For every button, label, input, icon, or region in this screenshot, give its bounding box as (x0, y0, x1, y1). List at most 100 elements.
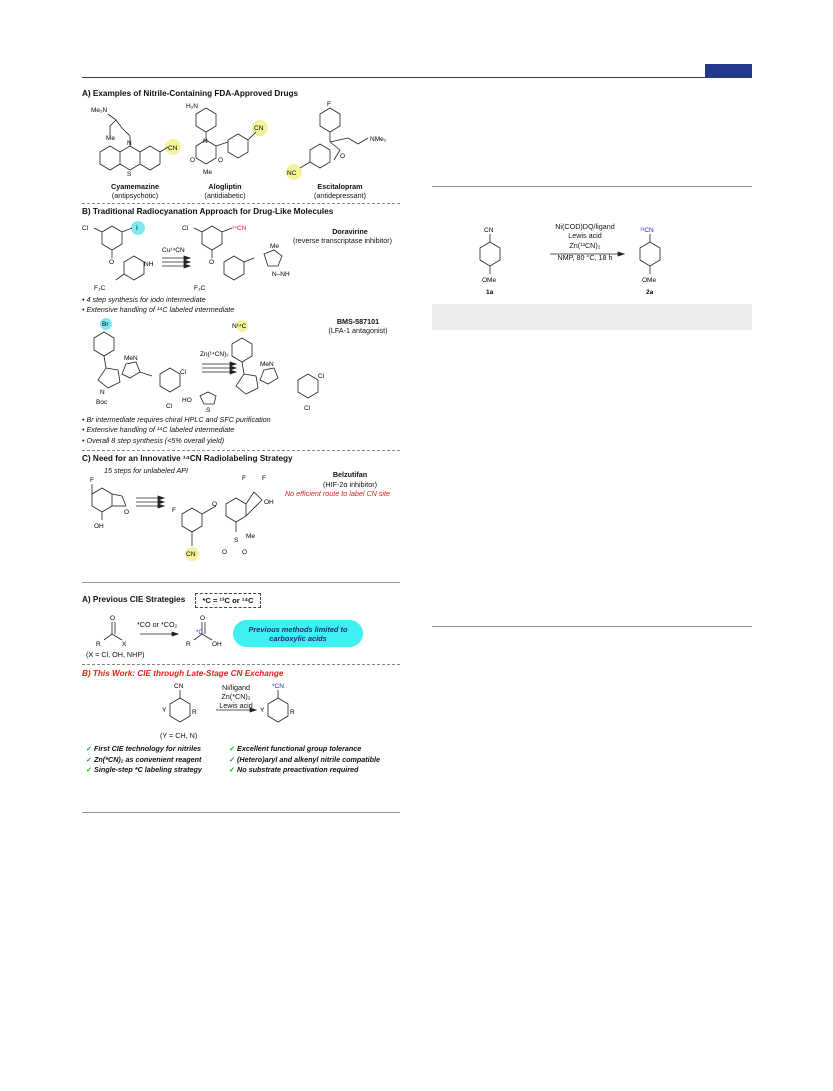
condition-line: Zn(*CN)₂ (221, 692, 251, 701)
feature-item: ✓ Single-step *C labeling strategy (86, 765, 202, 775)
drug-use-cyamemazine: (antipsychotic) (111, 191, 159, 200)
bullet-item: • 4 step synthesis for iodo intermediate (82, 295, 206, 304)
steps-note: 15 steps for unlabeled API (104, 466, 189, 475)
condition-line: Lewis acid (568, 231, 602, 241)
o-label: O (109, 259, 114, 266)
f-label: F (172, 507, 176, 514)
o-label: O (190, 157, 195, 164)
cn-label: CN (186, 551, 196, 558)
cl-label: Cl (166, 403, 173, 410)
f-label: F (327, 101, 331, 108)
section-divider (82, 450, 400, 451)
drug-name-alogliptin: Alogliptin (208, 182, 242, 191)
cn-label: CN (484, 227, 494, 234)
compound-2a-label: 2a (646, 289, 654, 296)
oh-label: OH (212, 641, 222, 648)
o-label: O (200, 615, 205, 622)
doravirine-name: Doravirine (332, 227, 368, 236)
cie-section-a-title: A) Previous CIE Strategies (82, 595, 186, 604)
condition-line: Zn(¹³CN)₂ (569, 240, 601, 250)
feature-item: ✓ No substrate preactivation required (229, 765, 359, 775)
feature-item: ✓ (Hetero)aryl and alkenyl nitrile compa… (229, 754, 381, 764)
section-divider (82, 664, 400, 665)
r-label: R (290, 709, 295, 716)
table-bottom-rule (432, 626, 752, 627)
n14c-label: N¹⁴C (232, 323, 247, 330)
nh-label: NH (144, 261, 154, 268)
s-label: S (206, 407, 211, 414)
check-icon: ✓ (86, 744, 93, 753)
drug-name-cyamemazine: Cyamemazine (111, 182, 159, 191)
table-top-rule (432, 186, 752, 187)
r-label: R (192, 709, 197, 716)
reaction-conditions: Ni(COD)DQ/ligand Lewis acid Zn(¹³CN)₂ NM… (540, 222, 630, 263)
me-label: Me (270, 243, 279, 250)
feature-item: ✓ Excellent functional group tolerance (229, 744, 362, 753)
y-label: Y (162, 707, 167, 714)
belzutifan-name: Belzutifan (332, 470, 368, 479)
label-legend: *C = ¹³C or ¹⁴C (195, 593, 261, 608)
me-label: Me (106, 135, 115, 142)
f3c-label: F₃C (194, 285, 206, 292)
cie-scope: (X = Cl, OH, NHP) (86, 650, 145, 659)
cie-section-b-title: B) This Work: CIE through Late-Stage CN … (82, 669, 284, 678)
nitrile-highlight (286, 164, 302, 180)
condition-line: NMP, 80 °C, 18 h (557, 253, 613, 263)
section-c-title: C) Need for an Innovative ¹⁴CN Radiolabe… (82, 454, 293, 463)
cl-label: Cl (180, 369, 187, 376)
nitrile-highlight (236, 320, 248, 332)
feature-item: ✓ First CIE technology for nitriles (86, 744, 202, 753)
bullet-item: • Overall 8 step synthesis (<5% overall … (82, 436, 225, 445)
header-rule (82, 77, 752, 78)
bms587101-desc: (LFA-1 antagonist) (328, 326, 388, 335)
o-label: O (212, 501, 217, 508)
bms587101-name: BMS-587101 (336, 317, 380, 326)
bms587101-scheme: Br MeN N Boc Cl Cl Zn(¹⁴CN)₂ N¹⁴C MeN Cl… (93, 318, 325, 414)
f-label: F (262, 475, 266, 482)
ome-label: OMe (482, 277, 496, 284)
drug-name-escitalopram: Escitalopram (317, 182, 363, 191)
table-header-bar (432, 304, 752, 330)
nitrile-highlight (252, 120, 268, 136)
f-label: F (90, 477, 94, 484)
ome-label: OMe (642, 277, 656, 284)
men-label: MeN (124, 355, 138, 362)
f-label: F (242, 475, 246, 482)
section-a-title: A) Examples of Nitrile-Containing FDA-Ap… (82, 89, 299, 98)
check-icon: ✓ (86, 765, 93, 775)
nitrile-highlight (185, 547, 199, 561)
cn-exchange-conditions: Ni/ligand Zn(*CN)₂ Lewis acid (206, 683, 266, 710)
ho-label: HO (182, 397, 192, 404)
triazolone-nh-label: N–NH (272, 271, 290, 278)
figure-bottom-rule (82, 582, 400, 583)
check-icon: ✓ (86, 754, 93, 764)
section-b-title: B) Traditional Radiocyanation Approach f… (82, 207, 334, 216)
cn-label: CN (254, 125, 264, 132)
iodo-highlight (131, 221, 145, 235)
belzutifan-desc: (HIF-2α inhibitor) (322, 480, 378, 489)
bullet-item: • Extensive handling of ¹⁴C labeled inte… (82, 305, 235, 314)
cl-label: Cl (182, 225, 189, 232)
men-label: MeN (260, 361, 274, 368)
o-label: O (222, 549, 227, 556)
h2n-label: H₂N (186, 103, 198, 110)
o-label: O (340, 153, 345, 160)
compound-1a-label: 1a (486, 289, 494, 296)
drug-use-alogliptin: (antidiabetic) (204, 191, 246, 200)
bullet-item: • Br intermediate requires chiral HPLC a… (82, 415, 271, 424)
me-label: Me (203, 169, 212, 176)
o-label: O (218, 157, 223, 164)
feature-list-left: ✓ First CIE technology for nitriles ✓ Zn… (86, 744, 202, 776)
check-icon: ✓ (229, 744, 236, 753)
label-legend-text: *C = ¹³C or ¹⁴C (202, 596, 254, 605)
iodo-label: I (136, 225, 138, 232)
cl-label: Cl (82, 225, 89, 232)
me2n-label: Me₂N (91, 107, 108, 114)
cn-label: CN (174, 683, 184, 690)
cl-label: Cl (318, 373, 325, 380)
o-label: O (124, 509, 129, 516)
r-label: R (186, 641, 191, 648)
cyamemazine-structure: Me₂N Me N S CN (91, 107, 181, 178)
doravirine-scheme: Cl I O NH F₃C Cu¹⁴CN Cl ¹⁴CN O Me N–NH F… (82, 221, 290, 292)
alogliptin-structure: H₂N N O O Me CN (186, 103, 268, 176)
